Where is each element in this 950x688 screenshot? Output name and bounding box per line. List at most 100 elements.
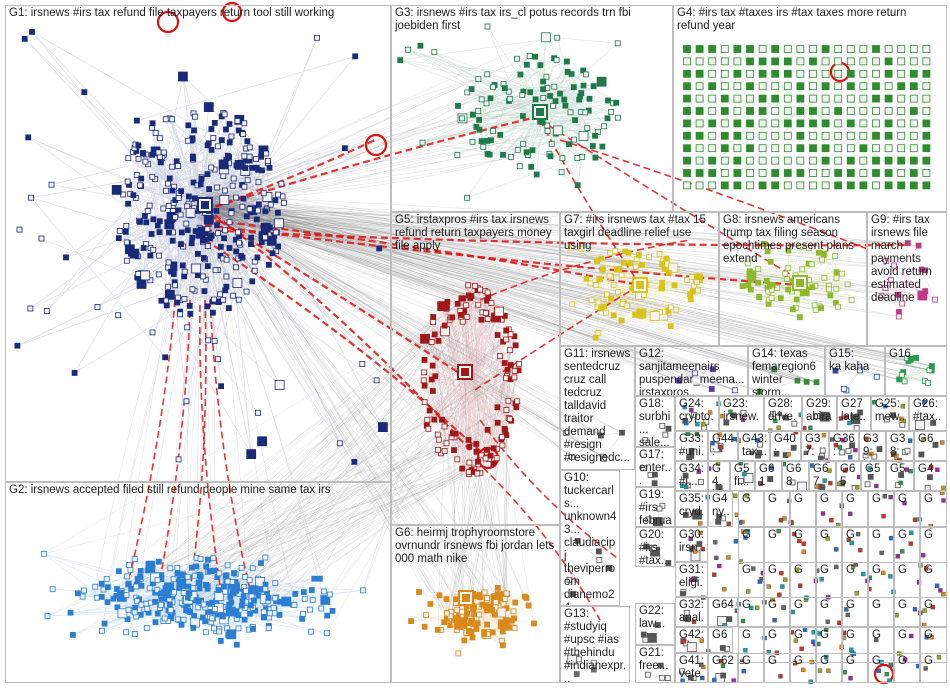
node-g5 xyxy=(439,416,445,423)
node-g5 xyxy=(514,398,521,405)
group-label-minor: G xyxy=(820,564,829,576)
node-g3 xyxy=(571,136,577,143)
group-label-g5x: G5 fi... xyxy=(734,463,750,488)
node-g2 xyxy=(265,595,272,601)
node-g1 xyxy=(235,296,242,303)
node-g3 xyxy=(551,83,558,90)
node-g5 xyxy=(459,465,466,472)
node-g1 xyxy=(218,383,225,390)
node-g2 xyxy=(143,625,150,631)
node-g1 xyxy=(212,267,219,274)
node-g3 xyxy=(500,151,506,158)
node-g2 xyxy=(197,556,204,562)
inter-group-red-edge xyxy=(474,459,601,621)
node-g1 xyxy=(172,282,179,289)
group-label-minor: G xyxy=(924,655,933,667)
node-g1 xyxy=(149,173,156,180)
node-g1 xyxy=(16,226,23,233)
group-label-g62: G62 xyxy=(712,655,734,667)
node-g5 xyxy=(465,282,472,289)
node-g3 xyxy=(540,86,546,93)
node-g2 xyxy=(321,588,327,595)
node-g4 xyxy=(796,181,805,190)
group-label-minor: G xyxy=(742,655,751,667)
node-g3 xyxy=(580,82,587,89)
node-g1 xyxy=(208,232,215,239)
node-g1 xyxy=(263,150,270,157)
group-box-g43: G43: tax... xyxy=(738,431,770,461)
node-g5 xyxy=(496,353,503,360)
node-g1 xyxy=(197,226,204,233)
group-label-g10: G10: tuckercarls... unknown43... claudia… xyxy=(564,472,617,605)
node-g3 xyxy=(405,46,411,53)
node-g4 xyxy=(720,156,729,165)
node-g1 xyxy=(139,150,146,156)
self-loop-edge xyxy=(221,1,243,23)
node-g2 xyxy=(251,597,257,604)
node-g4 xyxy=(897,169,906,177)
group-box-minor: G xyxy=(842,653,868,683)
node-g1 xyxy=(208,126,215,132)
node-g3 xyxy=(583,71,589,78)
node-g1 xyxy=(166,229,172,236)
node-g6 xyxy=(510,608,517,615)
node-g5 xyxy=(512,342,519,349)
node-g3 xyxy=(517,71,524,78)
node-g4 xyxy=(796,69,805,78)
node-g4 xyxy=(909,169,918,177)
node-g1 xyxy=(336,440,343,447)
group-box-minor: G xyxy=(764,597,790,627)
group-box-g14: G14: texas femaregion6 winter storm... xyxy=(748,346,825,396)
node-g5 xyxy=(516,361,522,367)
node-g4 xyxy=(922,156,931,165)
node-g4 xyxy=(821,107,830,115)
node-g4 xyxy=(683,94,691,103)
node-g2 xyxy=(272,580,279,586)
group-label-minor: G xyxy=(846,655,855,667)
node-g4 xyxy=(846,45,855,53)
node-g5 xyxy=(511,374,518,381)
group-label-minor: G xyxy=(742,529,751,541)
group-box-g31: G31: eligi... xyxy=(675,562,708,597)
node-g4 xyxy=(834,169,843,177)
node-g1 xyxy=(156,252,163,259)
node-g3 xyxy=(540,32,551,43)
node-g1 xyxy=(155,271,162,278)
node-g2 xyxy=(44,613,51,619)
node-g4 xyxy=(746,94,754,103)
node-g5 xyxy=(428,338,435,345)
node-g2 xyxy=(202,629,209,636)
node-g6 xyxy=(489,629,496,636)
node-g2 xyxy=(174,616,181,623)
group-label-minor: G xyxy=(872,629,881,641)
node-g3 xyxy=(519,92,526,98)
node-g2 xyxy=(174,570,181,577)
node-g5 xyxy=(421,356,428,363)
node-g4 xyxy=(859,107,868,115)
group-label-minor: G xyxy=(794,564,803,576)
node-g1 xyxy=(221,187,228,194)
group-label-g22: G22: law... xyxy=(639,605,666,630)
node-g4 xyxy=(809,94,817,103)
node-g3 xyxy=(487,95,494,102)
node-g3 xyxy=(529,147,536,154)
node-g5 xyxy=(424,416,431,423)
edges-g34 xyxy=(685,475,701,486)
inter-group-red-edge xyxy=(204,113,546,212)
node-g4 xyxy=(909,119,918,128)
node-g4 xyxy=(846,94,855,103)
node-g4 xyxy=(897,144,906,153)
node-g5 xyxy=(501,425,508,432)
node-g1 xyxy=(178,241,184,248)
node-g1 xyxy=(21,35,28,42)
node-g6 xyxy=(477,594,484,601)
group-box-g7: G7: #irs irsnews tax #tax 15 taxgirl dea… xyxy=(560,212,719,346)
node-g3 xyxy=(473,123,480,130)
group-label-g4y: G4 hi... xyxy=(712,463,724,490)
node-g5 xyxy=(490,460,497,467)
node-g2 xyxy=(220,613,226,620)
node-g4 xyxy=(809,69,817,78)
group-label-g41: G41: vete... xyxy=(679,655,704,682)
group-box-g2: G2: irsnews accepted filed still refund … xyxy=(5,482,391,683)
node-g4 xyxy=(821,94,830,103)
